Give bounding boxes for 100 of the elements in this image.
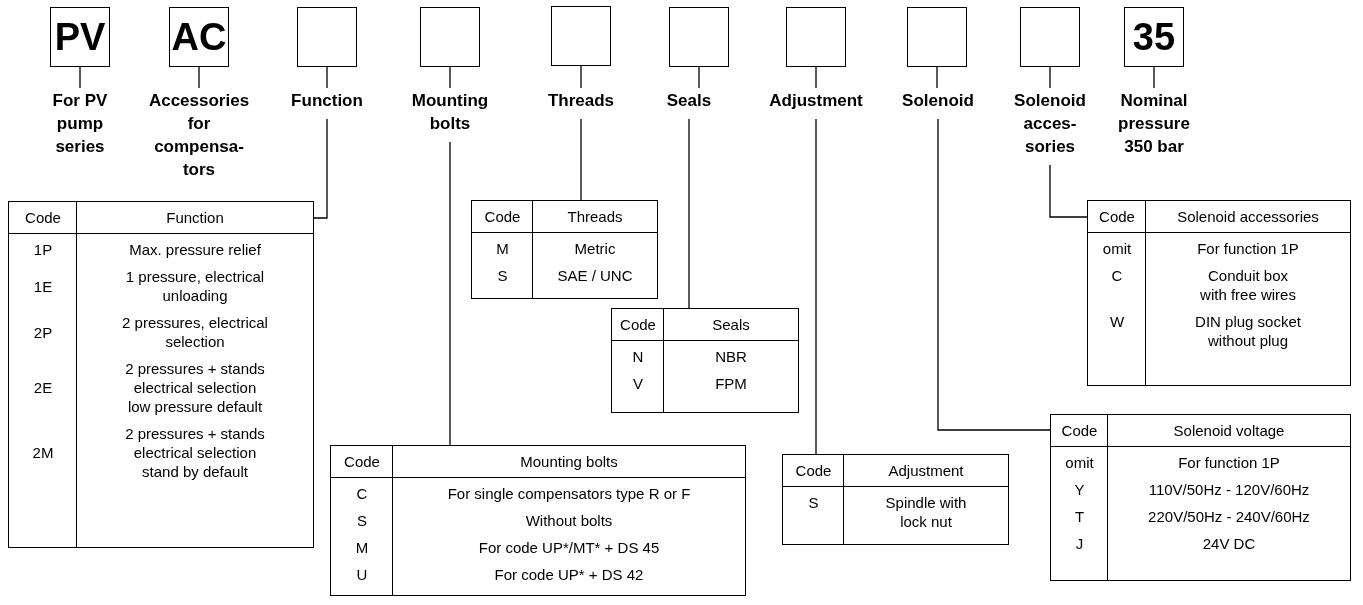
code-text: M xyxy=(355,538,369,557)
connector-line xyxy=(580,65,582,89)
code-text: V xyxy=(633,374,643,393)
code-value: AC xyxy=(171,18,227,56)
description-text: 2 pressures, electrical selection xyxy=(122,313,268,351)
code-text: omit xyxy=(1102,239,1132,258)
connector-line xyxy=(1153,66,1155,89)
code-field xyxy=(1020,7,1080,67)
category-label: Function xyxy=(277,88,377,113)
connector-line xyxy=(698,66,700,89)
category-label: Mounting bolts xyxy=(404,88,496,136)
connector-line xyxy=(79,66,81,89)
code-text: Y xyxy=(1074,480,1085,499)
column-header: Seals xyxy=(712,315,750,334)
description-text: Without bolts xyxy=(525,511,613,530)
code-field xyxy=(907,7,967,67)
description-text: NBR xyxy=(715,347,747,366)
code-field xyxy=(420,7,480,67)
connector-line xyxy=(937,118,1051,431)
code-table xyxy=(782,454,1009,545)
category-label: Threads xyxy=(531,88,631,113)
code-text: S xyxy=(497,266,508,285)
code-text: C xyxy=(1111,266,1123,285)
code-text: omit xyxy=(1065,453,1094,472)
code-table xyxy=(471,200,658,299)
column-header: Code xyxy=(344,452,380,471)
description-text: For function 1P xyxy=(1178,453,1280,472)
category-label: Accessories for compensa- tors xyxy=(143,88,255,182)
code-text: U xyxy=(356,565,368,584)
code-field xyxy=(669,7,729,67)
code-table xyxy=(1087,200,1351,386)
description-text: 2 pressures + stands electrical selection low pressure default xyxy=(124,359,266,416)
code-table xyxy=(1050,414,1351,581)
description-text: 1 pressure, electrical unloading xyxy=(124,267,266,305)
column-header: Code xyxy=(1061,421,1098,440)
description-text: For function 1P xyxy=(1197,239,1299,258)
connector-line xyxy=(936,66,938,89)
description-text: For code UP*/MT* + DS 45 xyxy=(478,538,660,557)
description-text: Spindle with lock nut xyxy=(884,493,968,531)
column-header: Function xyxy=(166,208,224,227)
column-header: Code xyxy=(484,207,521,226)
connector-line xyxy=(815,118,817,455)
code-text: S xyxy=(357,511,367,530)
connector-line xyxy=(449,66,451,89)
code-text: T xyxy=(1074,507,1085,526)
description-text: DIN plug socket without plug xyxy=(1194,312,1302,350)
code-field xyxy=(786,7,846,67)
code-text: M xyxy=(496,239,509,258)
column-header: Code xyxy=(795,461,832,480)
column-header: Code xyxy=(25,208,61,227)
column-header: Mounting bolts xyxy=(520,452,618,471)
code-field xyxy=(1124,7,1184,67)
column-header: Solenoid voltage xyxy=(1173,421,1285,440)
category-label: Seals xyxy=(654,88,724,113)
category-label: Nominal pressure 350 bar xyxy=(1111,88,1197,159)
description-text: Conduit box with free wires xyxy=(1199,266,1297,304)
connector-line xyxy=(1049,66,1051,89)
description-text: For single compensators type R or F xyxy=(447,484,691,503)
category-label: Adjustment xyxy=(761,88,871,113)
category-label: Solenoid acces- sories xyxy=(1008,88,1092,159)
column-header: Code xyxy=(620,315,656,334)
code-field xyxy=(297,7,357,67)
connector-line xyxy=(449,141,451,446)
connector-line xyxy=(313,118,328,219)
description-text: SAE / UNC xyxy=(557,266,633,285)
code-table xyxy=(8,201,314,548)
column-header: Adjustment xyxy=(888,461,964,480)
column-header: Threads xyxy=(567,207,623,226)
connector-line xyxy=(1049,164,1088,218)
code-field xyxy=(169,7,229,67)
code-text: N xyxy=(632,347,644,366)
code-text: 1E xyxy=(33,276,53,296)
column-header: Code xyxy=(1099,207,1135,226)
connector-line xyxy=(198,66,200,89)
description-text: Metric xyxy=(574,239,616,258)
code-text: 1P xyxy=(33,240,53,259)
category-label: For PV pump series xyxy=(38,88,122,159)
code-value: PV xyxy=(54,18,106,56)
code-text: 2E xyxy=(33,378,53,397)
connector-line xyxy=(326,66,328,89)
description-text: Max. pressure relief xyxy=(129,240,261,259)
code-table xyxy=(330,445,746,596)
category-label: Solenoid xyxy=(893,88,983,113)
connector-line xyxy=(688,118,690,309)
code-text: W xyxy=(1109,312,1125,331)
code-text: 2M xyxy=(32,443,54,462)
code-text: S xyxy=(808,493,819,512)
connector-line xyxy=(580,118,582,201)
code-field xyxy=(50,7,110,67)
description-text: 110V/50Hz - 120V/60Hz xyxy=(1148,480,1310,499)
description-text: 220V/50Hz - 240V/60Hz xyxy=(1148,507,1310,526)
description-text: 2 pressures + stands electrical selection stand by default xyxy=(124,424,266,481)
code-value: 35 xyxy=(1132,18,1176,56)
connector-line xyxy=(815,66,817,89)
code-table xyxy=(611,308,799,413)
description-text: 24V DC xyxy=(1202,534,1256,553)
code-text: J xyxy=(1075,534,1084,553)
code-text: 2P xyxy=(33,322,53,342)
description-text: FPM xyxy=(715,374,747,393)
description-text: For code UP* + DS 42 xyxy=(494,565,644,584)
